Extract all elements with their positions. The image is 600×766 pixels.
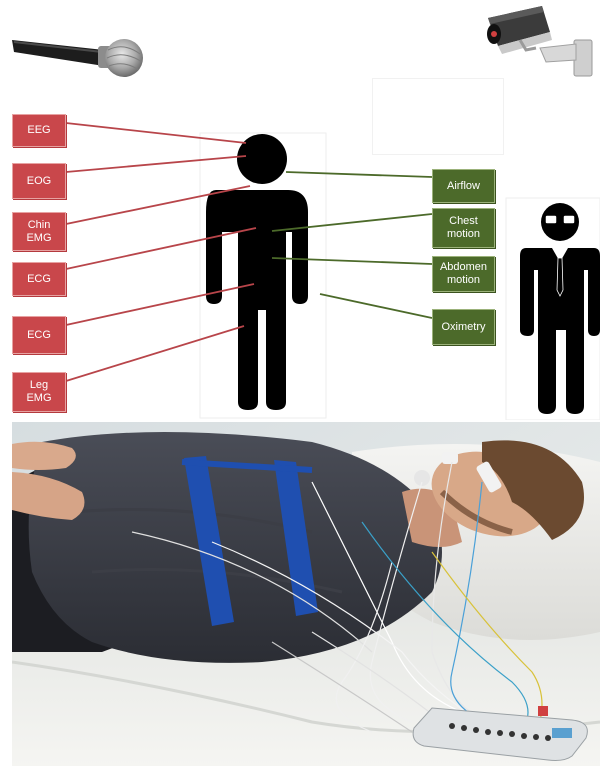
label-airflow: Airflow <box>432 169 495 203</box>
label-leg-emg: Leg EMG <box>12 372 66 412</box>
label-chest-motion: Chest motion <box>432 208 495 248</box>
label-ecg-2: ECG <box>12 316 66 354</box>
sensor-diagram <box>0 0 600 420</box>
label-eeg: EEG <box>12 114 66 147</box>
label-oximetry: Oximetry <box>432 309 495 345</box>
label-ecg-1: ECG <box>12 262 66 296</box>
label-eog: EOG <box>12 163 66 199</box>
label-abdomen-motion: Abdomen motion <box>432 256 495 292</box>
label-chin-emg: Chin EMG <box>12 212 66 251</box>
patient-photo <box>12 422 600 766</box>
